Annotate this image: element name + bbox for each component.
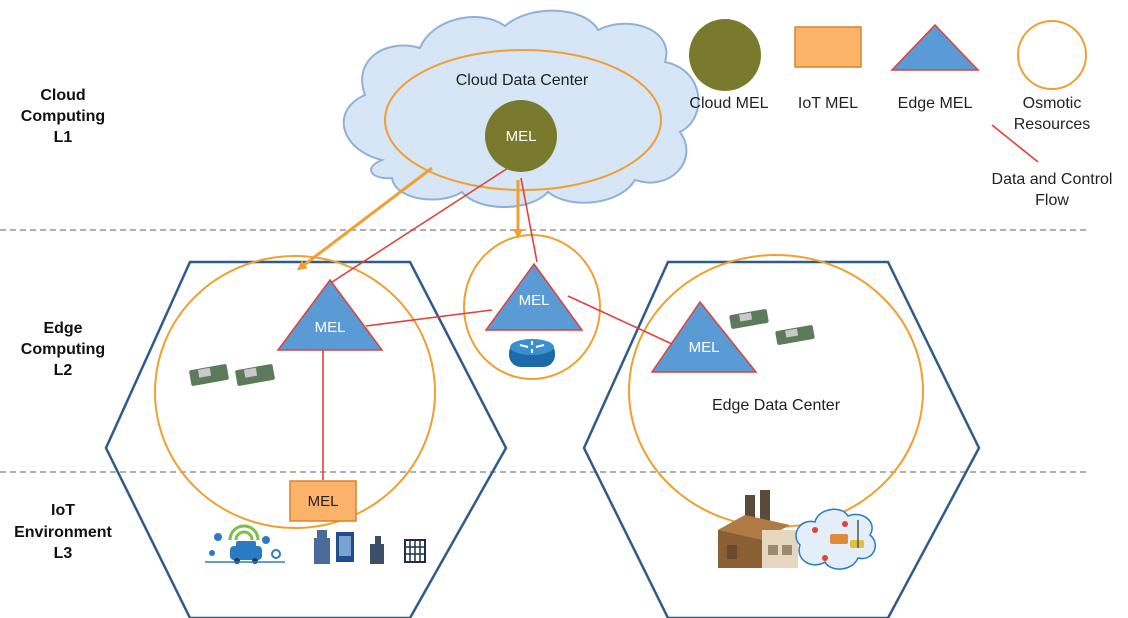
right-osmotic-circle (628, 254, 924, 528)
right-edge-hexagon (582, 260, 981, 618)
legend-flow-swatch (991, 124, 1039, 163)
iot-mel-node (289, 480, 357, 522)
cloud-mel-label: MEL (506, 128, 537, 145)
left-osmotic-circle (154, 255, 436, 529)
connected-car-icon (205, 524, 285, 564)
legend: Cloud MEL IoT MEL Edge MEL Osmotic Resou… (689, 19, 1112, 209)
iot-mel-label: MEL (308, 493, 339, 510)
legend-iot-mel-label: IoT MEL (798, 95, 858, 112)
layer-l2-line3: L2 (54, 362, 73, 379)
sensor-board-icon (189, 364, 275, 386)
legend-osmotic-label-line1: Osmotic (1023, 95, 1082, 112)
layer-l1-line3: L1 (54, 129, 73, 146)
cloud-mel-node (485, 100, 557, 172)
flow-cloud-to-left-mel (328, 167, 509, 285)
router-icon (509, 339, 555, 367)
router-edge-mel-label: MEL (519, 292, 550, 309)
layer-l3-line3: L3 (54, 545, 73, 562)
legend-edge-mel-swatch (890, 23, 980, 71)
right-sensor-board-icon (729, 309, 815, 345)
legend-flow-label-line1: Data and Control (992, 171, 1113, 188)
router-edge-mel-node (484, 262, 584, 331)
cloud-data-center-label: Cloud Data Center (456, 72, 589, 89)
layer-label-l3: IoT Environment L3 (14, 502, 112, 562)
right-edge-mel-label: MEL (689, 339, 720, 356)
layer-l2-line1: Edge (43, 320, 82, 337)
flow-left-to-router-mel (365, 309, 493, 327)
layer-l3-line1: IoT (51, 502, 75, 519)
layer-l1-line2: Computing (21, 108, 105, 125)
layer-label-l1: Cloud Computing L1 (21, 87, 105, 146)
layer-l2-line2: Computing (21, 341, 105, 358)
legend-osmotic-swatch (1017, 20, 1087, 90)
flow-cloud-to-router-mel (520, 177, 538, 263)
legend-edge-mel-label: Edge MEL (898, 95, 973, 112)
factory-icon (718, 490, 798, 568)
layer-l1-line1: Cloud (40, 87, 85, 104)
data-control-flow-lines (322, 167, 673, 480)
left-edge-mel-node (276, 278, 384, 351)
layer-l3-line2: Environment (14, 524, 112, 541)
legend-osmotic-label-line2: Resources (1014, 116, 1090, 133)
left-edge-mel-label: MEL (315, 319, 346, 336)
edge-data-center-label: Edge Data Center (712, 397, 841, 414)
flow-router-to-right-mel (567, 295, 673, 345)
legend-flow-label-line2: Flow (1035, 192, 1069, 209)
deploy-arrow-left (296, 166, 433, 271)
legend-cloud-mel-swatch (689, 19, 761, 91)
legend-iot-mel-swatch (794, 26, 862, 68)
right-edge-mel-node (650, 300, 758, 373)
left-edge-hexagon (104, 260, 508, 618)
layer-label-l2: Edge Computing L2 (21, 320, 105, 379)
legend-cloud-mel-label: Cloud MEL (689, 95, 768, 112)
smart-city-buildings-icon (314, 530, 426, 564)
industrial-iot-cloud-icon (795, 508, 876, 570)
